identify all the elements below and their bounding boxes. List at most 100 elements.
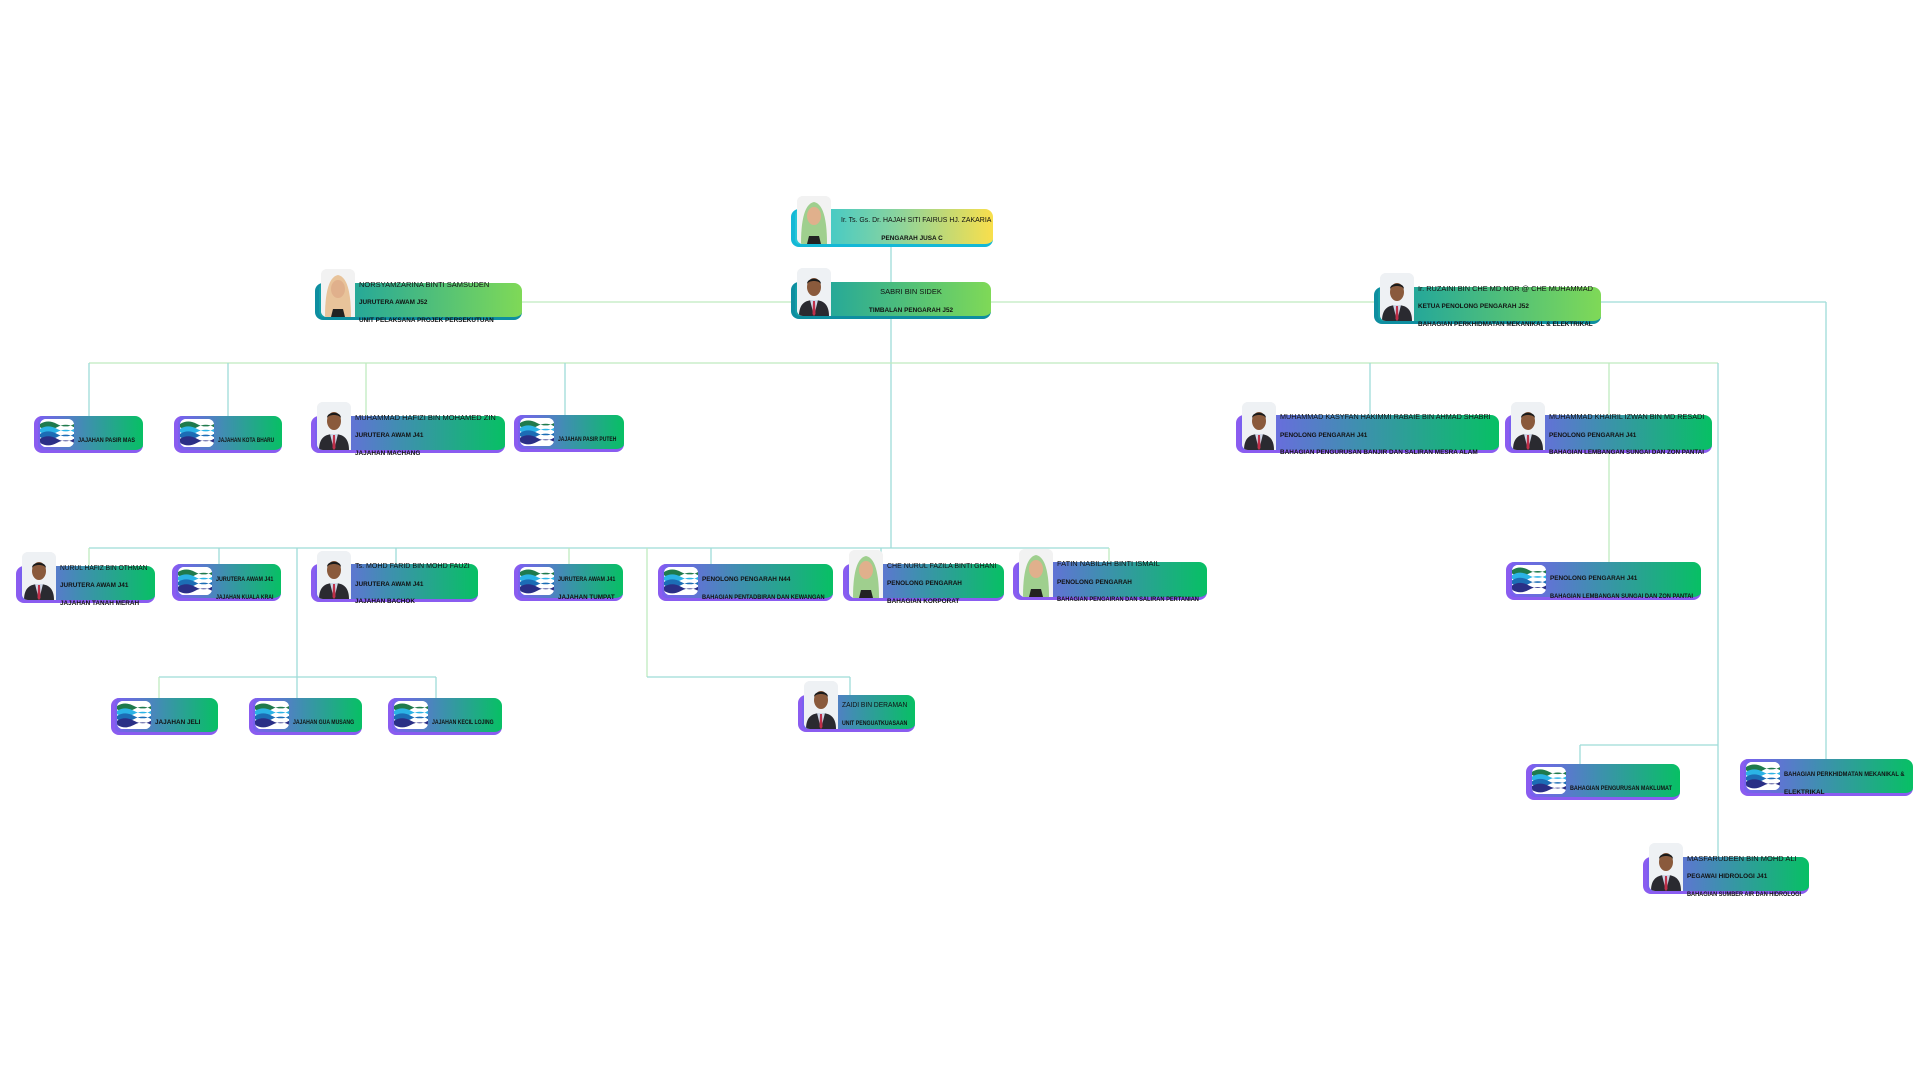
- portrait-man-icon: [317, 402, 351, 450]
- card-detail-line: JAJAHAN BACHOK: [355, 598, 416, 606]
- person-card[interactable]: Ir. RUZAINI BIN CHE MD NOR @ CHE MUHAMMA…: [1374, 273, 1601, 328]
- portrait-man-icon: [1242, 402, 1276, 450]
- card-detail-line: JAJAHAN TUMPAT: [558, 594, 615, 601]
- card-detail-line: BAHAGIAN PENGURUSAN BANJIR DAN SALIRAN M…: [1280, 449, 1478, 457]
- jps-wave-logo-icon: [520, 418, 554, 446]
- person-name: Ir. RUZAINI BIN CHE MD NOR @ CHE MUHAMMA…: [1418, 283, 1594, 293]
- card-text: FATIN NABILAH BINTI ISMAIL PENOLONG PENGA…: [1057, 553, 1207, 606]
- card-text: Ir. Ts. Gs. Dr. HAJAH SITI FAIRUS HJ. ZA…: [835, 209, 993, 244]
- card-text: Ir. RUZAINI BIN CHE MD NOR @ CHE MUHAMMA…: [1418, 278, 1601, 331]
- card-detail-line: JAJAHAN GUA MUSANG: [293, 719, 355, 727]
- jps-wave-logo-icon: [180, 419, 214, 447]
- card-detail-line: UNIT PENGUATKUASAAN: [842, 720, 908, 727]
- person-card[interactable]: Ts. MOHD FARID BIN MOHD FAUZI JURUTERA AW…: [311, 551, 478, 606]
- card-detail-line: PENOLONG PENGARAH: [1057, 578, 1132, 586]
- person-card[interactable]: Ir. Ts. Gs. Dr. HAJAH SITI FAIRUS HJ. ZA…: [791, 196, 993, 247]
- person-name: MUHAMMAD KASYFAN HAKIMMI RABAIE BIN AHMA…: [1280, 412, 1491, 422]
- unit-card[interactable]: JAJAHAN GUA MUSANG: [249, 698, 362, 735]
- portrait-man-icon: [1380, 273, 1414, 321]
- card-detail-line: ELEKTRIKAL: [1784, 789, 1825, 796]
- person-card[interactable]: MUHAMMAD KASYFAN HAKIMMI RABAIE BIN AHMA…: [1236, 402, 1499, 457]
- card-detail-line: BAHAGIAN LEMBANGAN SUNGAI DAN ZON PANTAI: [1550, 592, 1693, 600]
- portrait-man-icon: [804, 681, 838, 729]
- card-detail-line: BAHAGIAN SUMBER AIR DAN HIDROLOGI: [1687, 890, 1802, 898]
- card-detail-line: JURUTERA AWAM J41: [216, 576, 274, 584]
- jps-wave-logo-icon: [178, 567, 212, 595]
- jps-wave-logo-icon: [117, 701, 151, 729]
- card-detail-line: BAHAGIAN PENTADBIRAN DAN KEWANGAN: [702, 594, 825, 601]
- person-card[interactable]: MASFARUDEEN BIN MOHD ALI PEGAWAI HIDROLOG…: [1643, 843, 1809, 898]
- card-detail-line: JURUTERA AWAM J41: [60, 582, 129, 590]
- unit-card[interactable]: JAJAHAN KOTA BHARU: [174, 416, 282, 453]
- card-detail-line: PENGARAH JUSA C: [881, 234, 943, 242]
- portrait-man-icon: [1649, 843, 1683, 891]
- person-name: NORSYAMZARINA BINTI SAMSUDEN: [359, 279, 490, 289]
- unit-card[interactable]: JAJAHAN JELI: [111, 698, 218, 735]
- card-text: JAJAHAN PASIR MAS: [78, 419, 143, 447]
- portrait-woman-icon: [321, 269, 355, 317]
- jps-wave-logo-icon: [394, 701, 428, 729]
- jps-wave-logo-icon: [255, 701, 289, 729]
- card-text: JAJAHAN KOTA BHARU: [218, 419, 282, 447]
- portrait-man-icon: [22, 552, 56, 600]
- person-name: Ir. Ts. Gs. Dr. HAJAH SITI FAIRUS HJ. ZA…: [841, 214, 992, 224]
- card-text: MASFARUDEEN BIN MOHD ALI PEGAWAI HIDROLOG…: [1687, 848, 1809, 901]
- jps-wave-logo-icon: [1746, 762, 1780, 790]
- card-detail-line: BAHAGIAN PERKHIDMATAN MEKANIKAL & ELEKTR…: [1418, 320, 1593, 328]
- card-detail-line: JAJAHAN KECIL LOJING: [432, 719, 494, 727]
- card-detail-line: PENOLONG PENGARAH N44: [702, 576, 791, 584]
- card-detail-line: JAJAHAN JELI: [155, 719, 201, 727]
- portrait-man-icon: [317, 551, 351, 599]
- unit-card[interactable]: JAJAHAN KECIL LOJING: [388, 698, 502, 735]
- jps-wave-logo-icon: [40, 419, 74, 447]
- unit-card[interactable]: JAJAHAN PASIR MAS: [34, 416, 143, 453]
- card-detail-line: JURUTERA AWAM J41: [355, 580, 424, 588]
- card-detail-line: JAJAHAN PASIR MAS: [78, 437, 136, 445]
- card-detail-line: PENOLONG PENGARAH J41: [1550, 574, 1638, 582]
- person-name: FATIN NABILAH BINTI ISMAIL: [1057, 559, 1160, 569]
- person-name: SABRI BIN SIDEK: [880, 287, 942, 297]
- unit-card[interactable]: BAHAGIAN PENGURUSAN MAKLUMAT: [1526, 764, 1680, 800]
- card-detail-line: BAHAGIAN KORPORAT: [887, 597, 960, 605]
- card-detail-line: BAHAGIAN PENGURUSAN MAKLUMAT: [1570, 784, 1672, 792]
- person-card[interactable]: FATIN NABILAH BINTI ISMAIL PENOLONG PENGA…: [1013, 549, 1207, 603]
- card-text: MUHAMMAD KHAIRIL IZWAN BIN MD RESADI PENO…: [1549, 406, 1712, 459]
- unit-card[interactable]: JAJAHAN PASIR PUTEH: [514, 415, 624, 452]
- person-name: MASFARUDEEN BIN MOHD ALI: [1687, 853, 1797, 863]
- portrait-woman-icon: [849, 550, 883, 598]
- card-detail-line: PENOLONG PENGARAH J41: [1549, 431, 1637, 439]
- card-detail-line: BAHAGIAN PERKHIDMATAN MEKANIKAL &: [1784, 771, 1905, 779]
- unit-card[interactable]: BAHAGIAN PERKHIDMATAN MEKANIKAL & ELEKTRI…: [1740, 759, 1913, 796]
- person-name: MUHAMMAD KHAIRIL IZWAN BIN MD RESADI: [1549, 412, 1705, 422]
- jps-wave-logo-icon: [520, 567, 554, 595]
- card-text: JAJAHAN KECIL LOJING: [432, 701, 502, 729]
- card-detail-line: PEGAWAI HIDROLOGI J41: [1687, 873, 1768, 881]
- person-card[interactable]: MUHAMMAD KHAIRIL IZWAN BIN MD RESADI PENO…: [1505, 402, 1712, 456]
- card-text: JAJAHAN GUA MUSANG: [293, 701, 362, 729]
- person-name: Ts. MOHD FARID BIN MOHD FAUZI: [355, 561, 470, 571]
- card-detail-line: PENOLONG PENGARAH: [887, 580, 962, 588]
- person-name: MUHAMMAD HAFIZI BIN MOHAMED ZIN: [355, 412, 496, 422]
- portrait-woman-icon: [797, 196, 831, 244]
- card-detail-line: KETUA PENOLONG PENGARAH J52: [1418, 303, 1529, 311]
